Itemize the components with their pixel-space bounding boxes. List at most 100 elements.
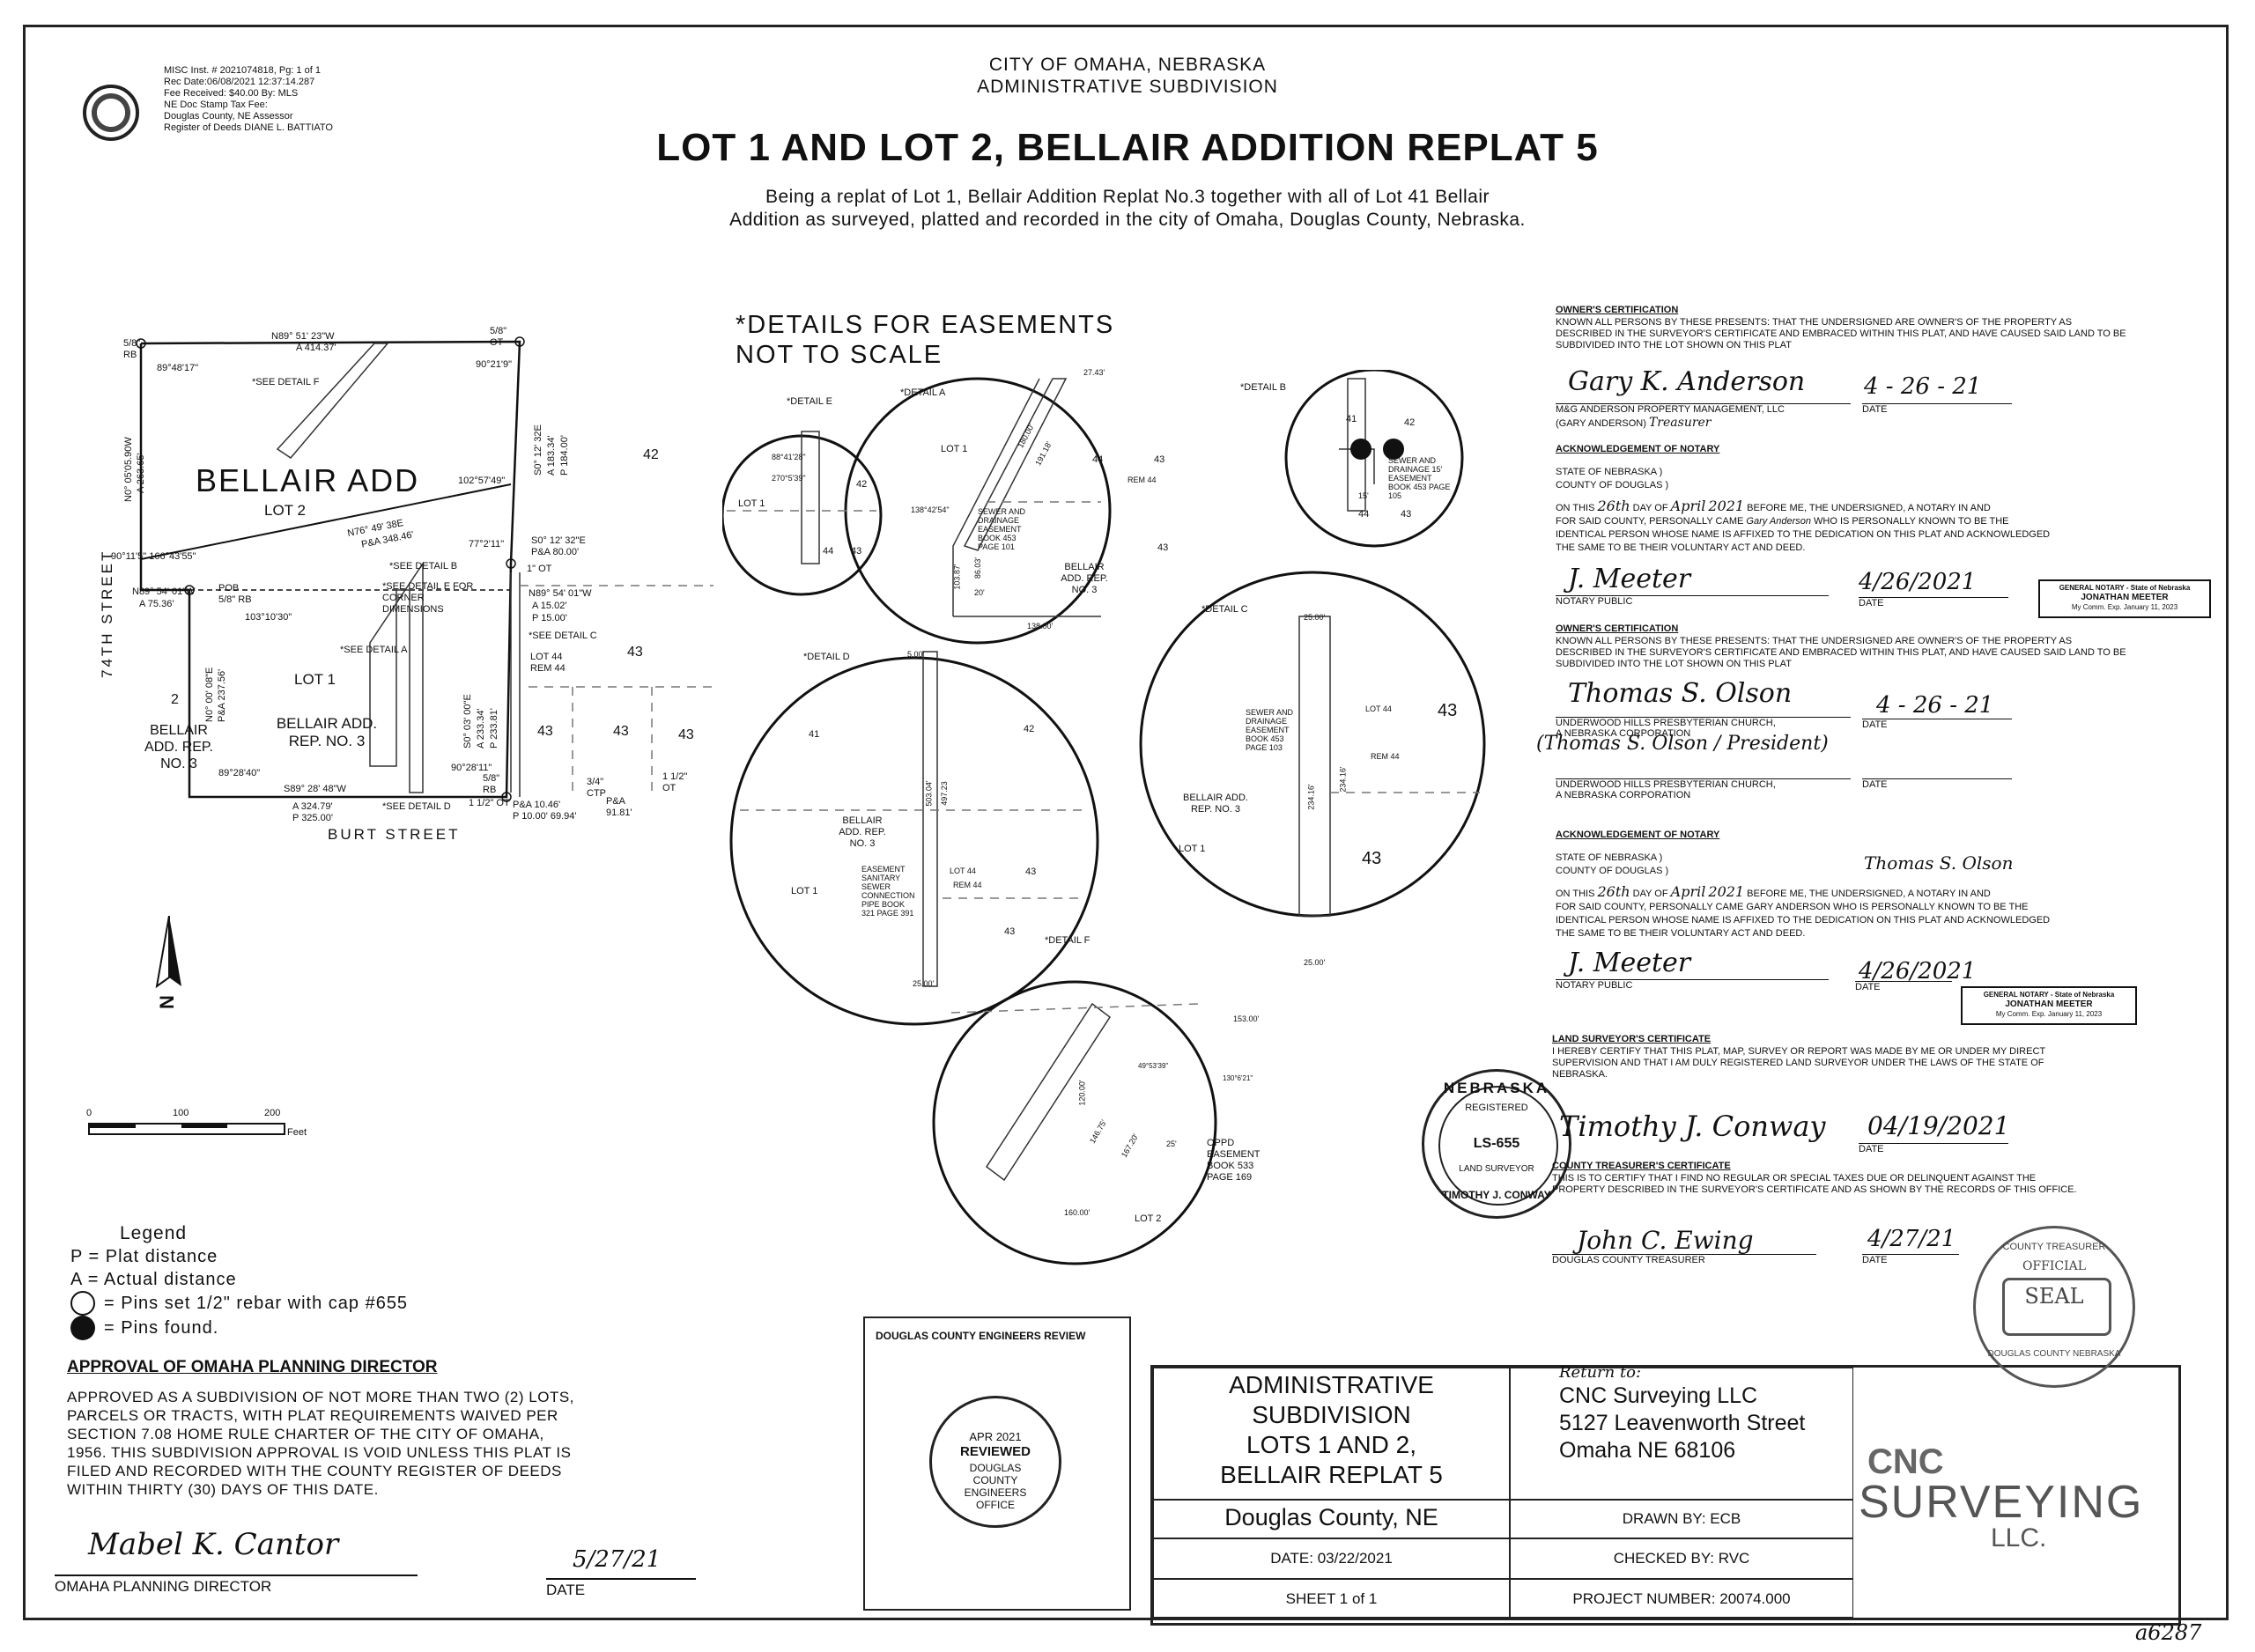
detail-b-easement: SEWER AND DRAINAGE 15' EASEMENT BOOK 453…	[1388, 456, 1451, 500]
tb-project: PROJECT NUMBER: 20074.000	[1572, 1590, 1791, 1607]
detail-a-rem: REM 44	[1128, 476, 1157, 484]
detail-a-title: *DETAIL A	[900, 387, 946, 398]
detail-c-25a: 25.00'	[1304, 613, 1326, 622]
plat-pob: POB 5/8" RB	[218, 583, 252, 605]
approval-date-label: DATE	[546, 1578, 696, 1599]
detail-f-25: 25'	[1166, 1139, 1177, 1148]
detail-f-120: 120.00'	[1077, 1080, 1087, 1106]
tb-company-cell	[1510, 1368, 1853, 1500]
detail-f-lot2: LOT 2	[1135, 1213, 1162, 1224]
detail-a-d1: 27.43'	[1083, 368, 1105, 377]
surveyor-seal-top: NEBRASKA	[1443, 1080, 1550, 1096]
detail-b-44: 44	[1358, 509, 1370, 520]
owner2-signature: Thomas S. Olson	[1568, 678, 1793, 709]
scale-label-200: 200	[264, 1108, 281, 1118]
detail-d-rep: BELLAIR ADD. REP. NO. 3	[839, 815, 886, 849]
detail-d-lot1: LOT 1	[791, 886, 818, 896]
plat-n0-dist: P&A 237.56'	[217, 668, 227, 722]
cnc-logo: CNC SURVEYING LLC.	[1859, 1442, 2144, 1552]
detail-b-42: 42	[1404, 417, 1416, 428]
plat-angle-90: 90°11'5" 166°43'55"	[111, 551, 196, 562]
detail-e-44: 44	[823, 546, 834, 557]
plat-north-bearing: N89° 51' 23"W	[271, 331, 335, 342]
plat-s0b: S0° 03' 00"E	[462, 694, 473, 749]
tb-company: CNC Surveying LLC 5127 Leavenworth Stree…	[1559, 1383, 1806, 1463]
detail-a-43b: 43	[1157, 542, 1169, 553]
lot2-label: LOT 2	[264, 502, 306, 519]
detail-f-ang2: 130°6'21"	[1223, 1074, 1253, 1082]
detail-a-20: 20'	[974, 588, 985, 597]
tb-name-cell	[1153, 1368, 1510, 1500]
plat-n89b: N89° 54' 01"W	[529, 588, 592, 599]
owner1-date-label: DATE	[1862, 403, 2012, 415]
treasurer-seal-icon	[1973, 1226, 2135, 1388]
plat-43a: 43	[627, 645, 643, 660]
owner1-cert: OWNER'S CERTIFICATION KNOWN ALL PERSONS …	[1556, 305, 2126, 350]
review-stamp-text: REVIEWED	[959, 1444, 1031, 1459]
notary2-seal: GENERAL NOTARY - State of Nebraska JONAT…	[1961, 986, 2137, 1025]
tb-return-to: Return to:	[1559, 1363, 1642, 1382]
tb-project-cell	[1510, 1579, 1853, 1618]
detail-a-v1: 103.87'	[952, 564, 962, 590]
detail-d-lot44: LOT 44	[950, 867, 976, 875]
surveyor-signature: Timothy J. Conway	[1559, 1110, 1826, 1143]
open-pin-icon	[70, 1291, 95, 1316]
plat-p325: P 325.00'	[292, 813, 333, 823]
detail-d-5: 5.00'	[907, 650, 925, 659]
approval-signer: OMAHA PLANNING DIRECTOR	[55, 1575, 418, 1596]
surveyor-seal-reg: REGISTERED	[1465, 1103, 1528, 1113]
details-header: *DETAILS FOR EASEMENTS NOT TO SCALE	[736, 311, 1115, 369]
detail-c-rem: REM 44	[1371, 752, 1400, 761]
review-stamp-month: APR 2021	[969, 1430, 1022, 1443]
plat-angle-89: 89°28'40"	[218, 768, 261, 778]
plat-pin-112: 1 1/2" OT	[469, 798, 510, 808]
plat-42: 42	[643, 447, 659, 462]
plat-see-detail-c: *SEE DETAIL C	[529, 631, 597, 641]
detail-c-v1: 234.16'	[1306, 784, 1316, 810]
legend-pins-found: = Pins found.	[104, 1318, 219, 1338]
subtitle-line-2: Addition as surveyed, platted and record…	[729, 210, 1526, 230]
plat-pin-nw: 5/8" RB	[123, 338, 141, 360]
detail-c-43a: 43	[1438, 701, 1458, 720]
plat-43c: 43	[613, 724, 629, 739]
plat-west-dist: A 263.65'	[136, 453, 146, 493]
plat-west-bearing: N0° 05'05.90W	[123, 437, 134, 502]
plat-a233: A 233.34'	[476, 708, 486, 749]
notary1-signature: J. Meeter	[1568, 564, 1691, 594]
detail-a-v2: 86.03'	[973, 557, 983, 579]
treasurer-seal-bottom: DOUGLAS COUNTY NEBRASKA	[1987, 1349, 2121, 1359]
legend-title: Legend	[120, 1223, 188, 1243]
notary1-date: 4/26/2021	[1859, 569, 1977, 595]
plat-p233: P 233.81'	[489, 708, 499, 749]
lot2-name: BELLAIR ADD	[196, 462, 420, 498]
detail-b-41: 41	[1346, 414, 1357, 424]
plat-nw-angle: 89°48'17"	[157, 363, 199, 373]
tb-drawn: DRAWN BY: ECB	[1622, 1510, 1741, 1527]
plat-see-detail-e: *SEE DETAIL E FOR CORNER DIMENSIONS	[382, 581, 474, 615]
treasurer-cert: COUNTY TREASURER'S CERTIFICATE THIS IS T…	[1552, 1161, 2077, 1195]
legend-pins-set: = Pins set 1/2" rebar with cap #655	[104, 1294, 409, 1313]
notary1-public: NOTARY PUBLIC	[1556, 595, 1829, 607]
plat-a15: A 15.02'	[532, 601, 567, 611]
legend-actual: A = Actual distance	[70, 1270, 237, 1289]
notary2-date-label: DATE	[1855, 981, 1952, 992]
found-pin-icon	[70, 1316, 95, 1340]
surveyor-date: 04/19/2021	[1867, 1111, 2010, 1140]
title-block	[1150, 1365, 2181, 1626]
detail-d-43b: 43	[1004, 926, 1016, 937]
plat-see-detail-a: *SEE DETAIL A	[340, 645, 408, 655]
treasurer-date: 4/27/21	[1867, 1226, 1956, 1252]
approval-date: 5/27/21	[573, 1546, 662, 1573]
lot1-label: LOT 1	[294, 671, 336, 688]
detail-a-lot1: LOT 1	[941, 444, 968, 454]
detail-circles	[722, 370, 1486, 1265]
detail-d-v2: 497.23	[939, 781, 949, 806]
surveyor-date-label: DATE	[1859, 1143, 2008, 1154]
legend-plat: P = Plat distance	[70, 1247, 218, 1266]
surveyor-seal-sub: LAND SURVEYOR	[1459, 1164, 1534, 1174]
detail-e-a2: 270°5'39"	[772, 474, 806, 483]
detail-b-15: 15'	[1358, 491, 1369, 500]
detail-d-42: 42	[1024, 724, 1035, 734]
engineers-review-title: DOUGLAS COUNTY ENGINEERS REVIEW	[876, 1330, 1086, 1342]
owner1-signature: Gary K. Anderson	[1568, 366, 1806, 397]
